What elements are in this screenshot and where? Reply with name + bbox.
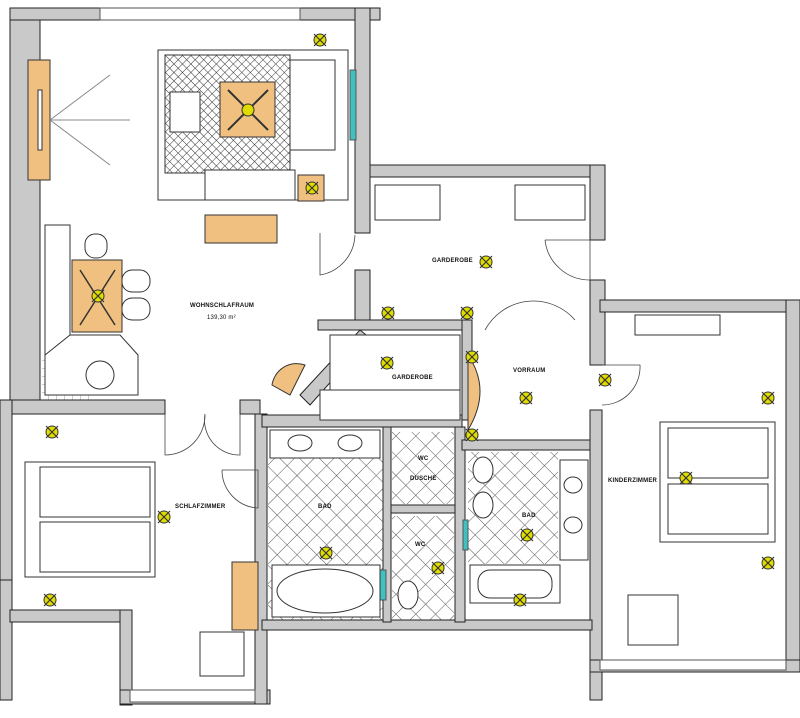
room-label-dusche: DUSCHE [410,476,437,482]
room-area-wohnschlafraum: 139,30 m² [207,315,236,321]
room-label-bad-right: BAD [522,513,536,519]
room-label-wohnschlafraum: WOHNSCHLAFRAUM [190,303,255,309]
furniture [24,49,776,677]
room-label-wc-top: WC [418,456,429,462]
room-label-bad-left: BAD [318,504,332,510]
room-label-garderobe-mid: GARDEROBE [392,375,433,381]
doors [164,233,641,509]
windows [99,7,787,703]
room-label-schlafzimmer: SCHLAFZIMMER [175,504,226,510]
room-label-wc-bottom: WC [415,542,426,548]
room-label-garderobe-top: GARDEROBE [432,258,473,264]
walls [0,7,800,706]
room-label-kinderzimmer: KINDERZIMMER [608,478,658,484]
room-label-vorraum: VORRAUM [513,368,546,374]
